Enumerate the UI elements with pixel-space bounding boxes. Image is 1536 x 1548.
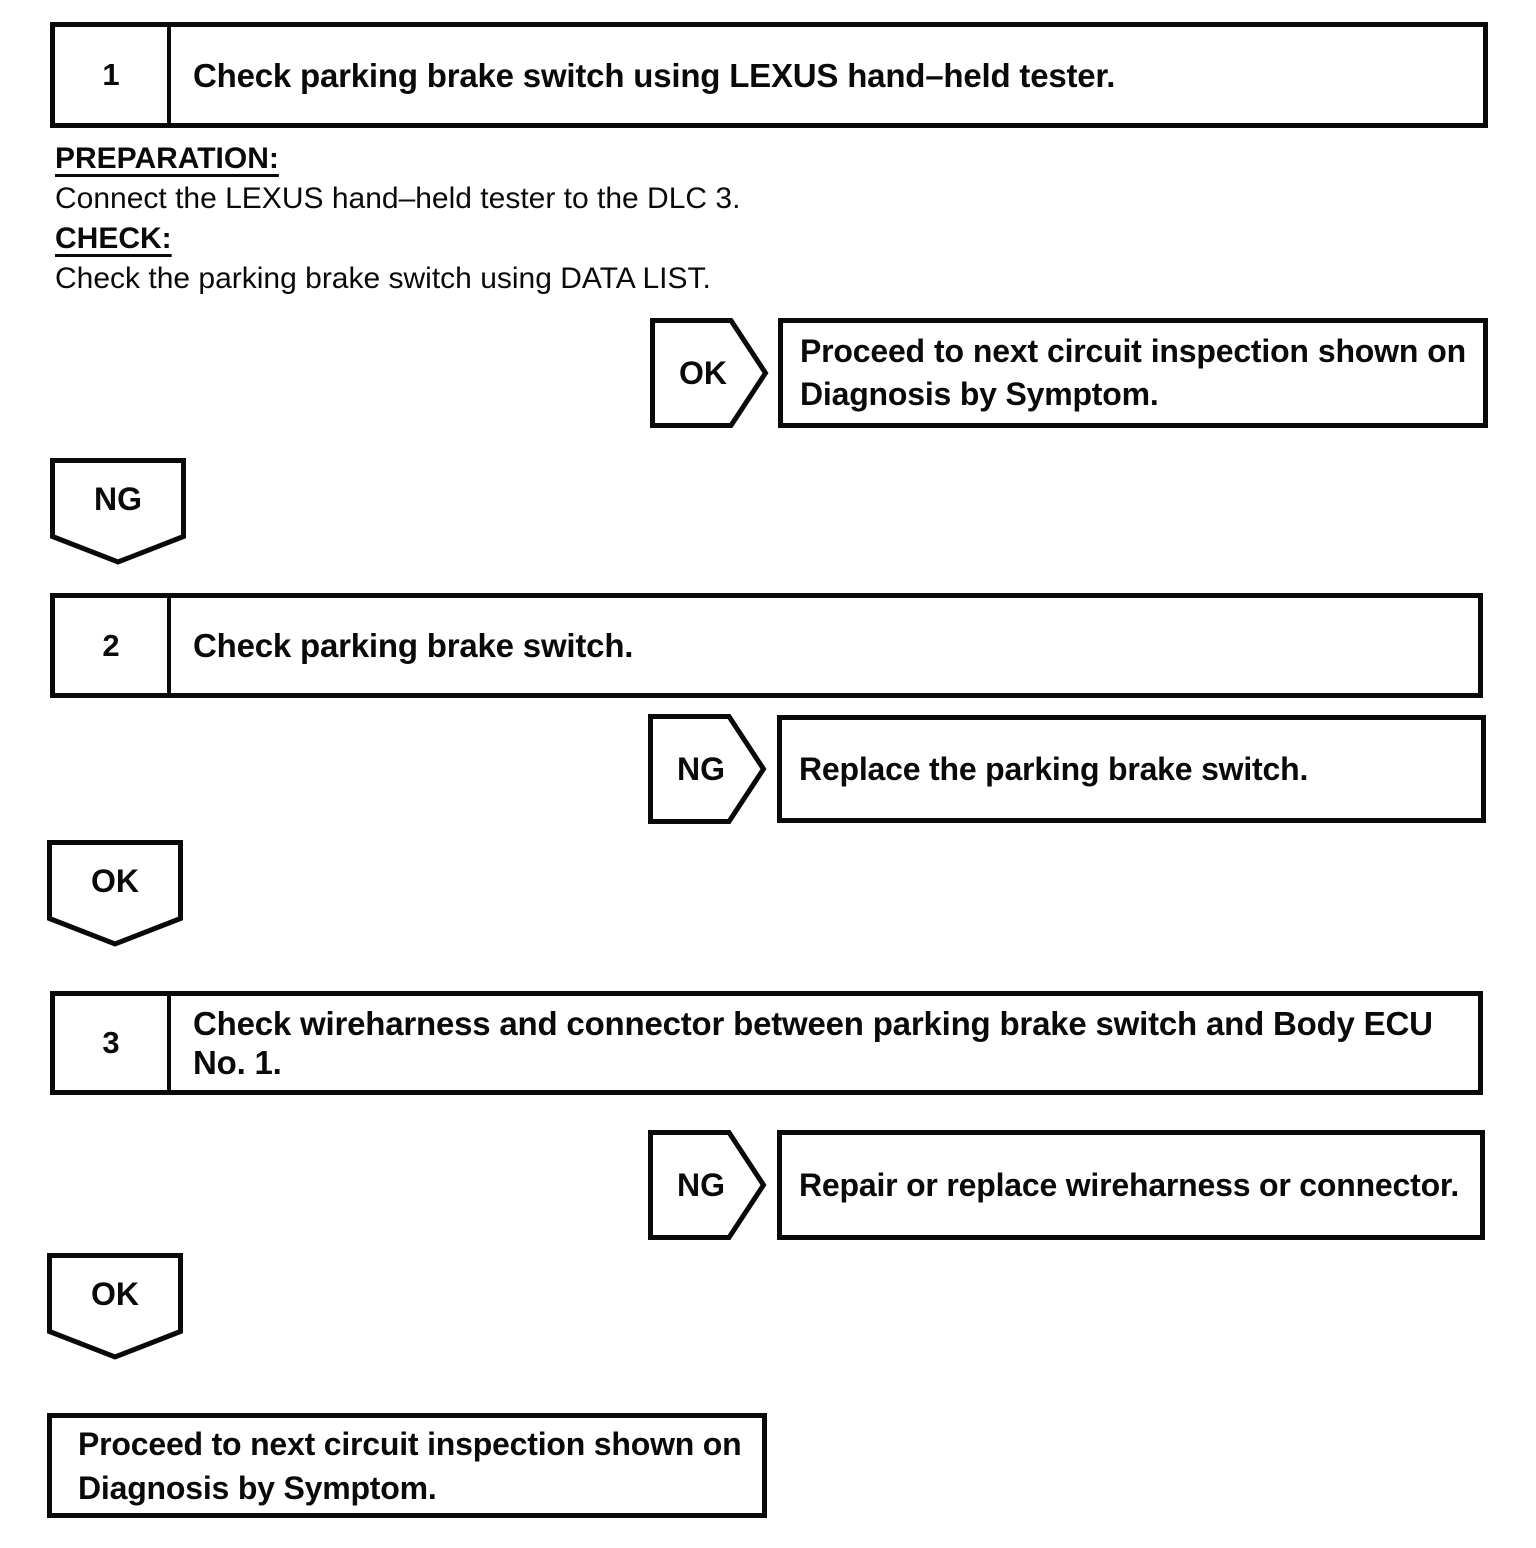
step-1-title: Check parking brake switch using LEXUS h… <box>171 27 1483 123</box>
down-pentagon-shape <box>47 1253 183 1360</box>
result-1-line-1: Proceed to next circuit inspection shown… <box>800 333 1466 369</box>
ng-badge-label: NG <box>94 480 142 517</box>
result-1-line-2: Diagnosis by Symptom. <box>800 376 1159 412</box>
step-2-number: 2 <box>55 598 171 693</box>
step-2-title-text: Check parking brake switch. <box>193 627 634 664</box>
step-2-box: 2 Check parking brake switch. <box>50 593 1483 698</box>
step-2-title: Check parking brake switch. <box>171 598 1478 693</box>
ng-badge-label: NG <box>677 1166 725 1203</box>
step-3-title: Check wireharness and connector between … <box>171 996 1478 1090</box>
ok-arrow-down-icon: OK <box>47 1253 183 1360</box>
step-1-title-text: Check parking brake switch using LEXUS h… <box>193 56 1116 94</box>
result-box-repair-wireharness: Repair or replace wireharness or connect… <box>777 1130 1485 1240</box>
check-text: Check the parking brake switch using DAT… <box>55 262 711 295</box>
final-line-1: Proceed to next circuit inspection shown… <box>78 1425 742 1462</box>
result-box-replace-switch: Replace the parking brake switch. <box>777 715 1486 823</box>
right-arrow-shape <box>648 714 767 824</box>
step-3-title-line-1: Check wireharness and connector between … <box>193 1005 1433 1042</box>
final-line-2: Diagnosis by Symptom. <box>78 1469 437 1506</box>
ng-badge-label: NG <box>677 750 725 787</box>
result-box-proceed-1: Proceed to next circuit inspection shown… <box>778 318 1488 428</box>
step-3-title-line-2: No. 1. <box>193 1044 282 1081</box>
ng-arrow-right-icon: NG <box>648 714 767 824</box>
ng-arrow-down-icon: NG <box>50 458 186 565</box>
step-3-number: 3 <box>55 996 171 1090</box>
right-arrow-shape <box>648 1130 767 1240</box>
preparation-heading: PREPARATION: <box>55 142 279 175</box>
ok-arrow-down-icon: OK <box>47 840 183 947</box>
ok-badge-label: OK <box>679 354 727 391</box>
step-3-box: 3 Check wireharness and connector betwee… <box>50 991 1483 1095</box>
ng-arrow-right-icon: NG <box>648 1130 767 1240</box>
ok-badge-label: OK <box>91 1275 139 1312</box>
step-1-number: 1 <box>55 27 171 123</box>
result-3-text: Repair or replace wireharness or connect… <box>799 1166 1460 1203</box>
result-2-text: Replace the parking brake switch. <box>799 750 1309 787</box>
step-1-box: 1 Check parking brake switch using LEXUS… <box>50 22 1488 128</box>
final-proceed-box: Proceed to next circuit inspection shown… <box>47 1413 767 1518</box>
instructions-block: PREPARATION: Connect the LEXUS hand–held… <box>55 139 740 299</box>
right-arrow-shape <box>650 318 769 428</box>
check-heading: CHECK: <box>55 222 172 255</box>
ok-arrow-right-icon: OK <box>650 318 769 428</box>
ok-badge-label: OK <box>91 862 139 899</box>
down-pentagon-shape <box>47 840 183 947</box>
preparation-text: Connect the LEXUS hand–held tester to th… <box>55 182 741 215</box>
down-pentagon-shape <box>50 458 186 565</box>
